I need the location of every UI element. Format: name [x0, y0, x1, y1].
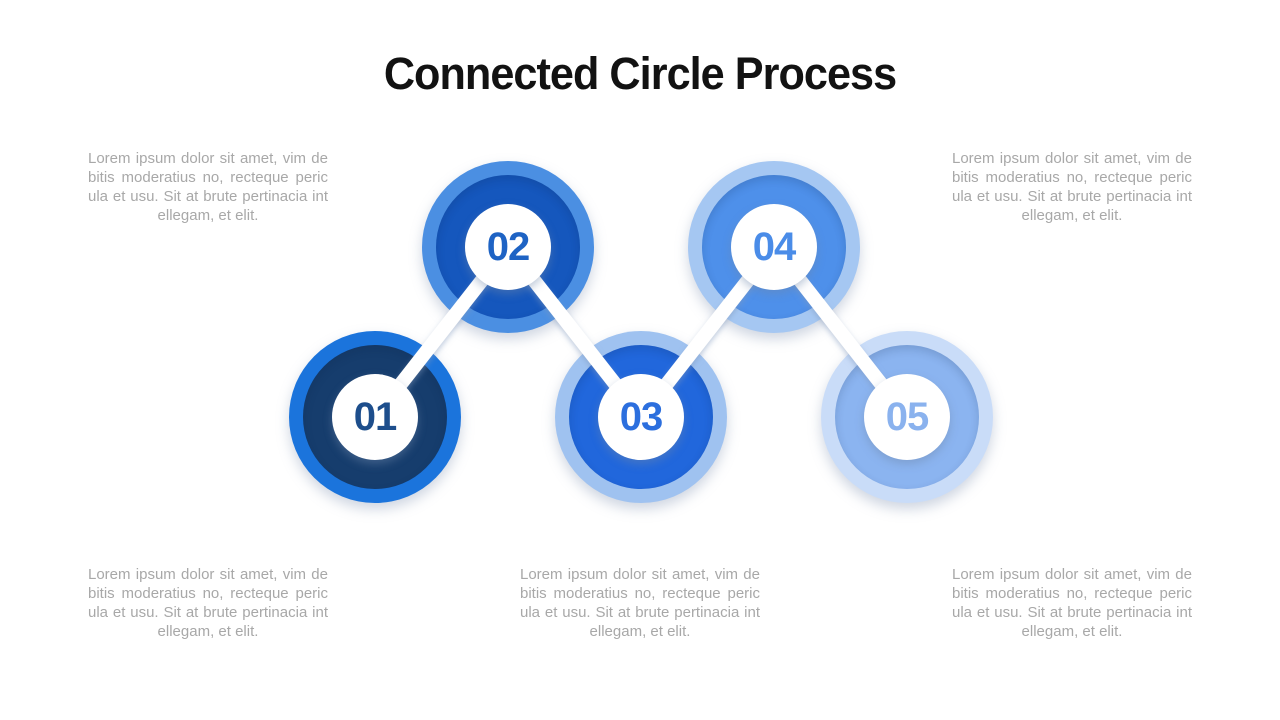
text-line: ula et usu. Sit at brute pertinacia int [520, 604, 760, 621]
description-bottom-right: Lorem ipsum dolor sit amet, vim de bitis… [952, 565, 1192, 641]
step-04-number: 04 [752, 224, 796, 269]
step-05-badge: 05 [864, 374, 950, 460]
text-line: bitis moderatius no, recteque peric [952, 585, 1192, 602]
step-03-number: 03 [619, 394, 663, 439]
text-line: ellegam, et elit. [157, 623, 259, 640]
text-line: bitis moderatius no, recteque peric [88, 585, 328, 602]
text-line: bitis moderatius no, recteque peric [952, 169, 1192, 186]
step-04-badge: 04 [731, 204, 817, 290]
text-line: Lorem ipsum dolor sit amet, vim de [88, 150, 328, 167]
description-top-right: Lorem ipsum dolor sit amet, vim de bitis… [952, 149, 1192, 225]
text-line: bitis moderatius no, recteque peric [88, 169, 328, 186]
description-bottom-center: Lorem ipsum dolor sit amet, vim de bitis… [520, 565, 760, 641]
step-02-badge: 02 [465, 204, 551, 290]
text-line: ellegam, et elit. [1021, 623, 1123, 640]
text-line: ellegam, et elit. [157, 207, 259, 224]
text-line: Lorem ipsum dolor sit amet, vim de [88, 566, 328, 583]
step-01-number: 01 [353, 394, 397, 439]
text-line: ula et usu. Sit at brute pertinacia int [88, 188, 328, 205]
text-line: Lorem ipsum dolor sit amet, vim de [952, 150, 1192, 167]
step-02-number: 02 [486, 224, 530, 269]
text-line: ula et usu. Sit at brute pertinacia int [952, 604, 1192, 621]
text-line: ellegam, et elit. [589, 623, 691, 640]
slide-title: Connected Circle Process [383, 48, 897, 99]
description-bottom-left: Lorem ipsum dolor sit amet, vim de bitis… [88, 565, 328, 641]
description-top-left: Lorem ipsum dolor sit amet, vim de bitis… [88, 149, 328, 225]
step-03-badge: 03 [598, 374, 684, 460]
step-01-badge: 01 [332, 374, 418, 460]
text-line: Lorem ipsum dolor sit amet, vim de [520, 566, 760, 583]
step-05-number: 05 [885, 394, 929, 439]
text-line: ula et usu. Sit at brute pertinacia int [88, 604, 328, 621]
text-line: bitis moderatius no, recteque peric [520, 585, 760, 602]
text-line: Lorem ipsum dolor sit amet, vim de [952, 566, 1192, 583]
text-line: ellegam, et elit. [1021, 207, 1123, 224]
text-line: ula et usu. Sit at brute pertinacia int [952, 188, 1192, 205]
